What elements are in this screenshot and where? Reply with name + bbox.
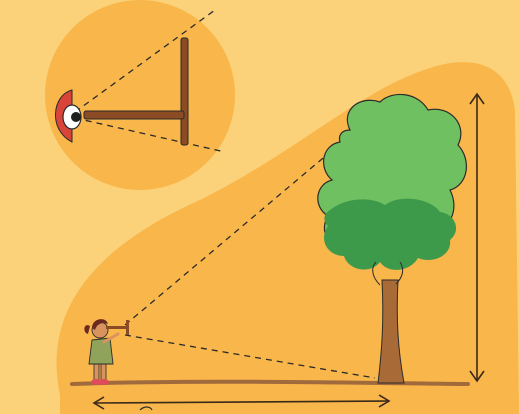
tree-trunk <box>377 279 405 384</box>
girl-body <box>88 337 114 365</box>
distance-arrow <box>92 394 391 410</box>
inset-pupil <box>71 112 81 122</box>
cross-staff-crossbar <box>126 320 129 335</box>
inset-sight-line-bottom <box>74 117 226 153</box>
distance-label-mark <box>139 406 153 411</box>
tree-foliage-dark <box>323 198 457 270</box>
distance-arrow-line <box>94 400 389 404</box>
girl-shoe-left <box>91 379 101 385</box>
sight-line-bottom <box>124 334 376 379</box>
cross-staff-stick <box>106 326 128 329</box>
distance-arrow-head-right <box>378 394 391 408</box>
height-arrow <box>469 92 485 383</box>
girl-arm <box>102 332 120 344</box>
inset-sight-line-top <box>74 9 216 113</box>
inset-staff <box>83 110 185 120</box>
distance-arrow-head-left <box>92 396 105 410</box>
inset-circle <box>45 0 235 190</box>
girl-shoe-right <box>99 379 109 385</box>
sight-line-top <box>124 147 336 326</box>
tree-trunk-branch <box>372 261 404 286</box>
height-arrow-head-bottom <box>469 370 485 383</box>
tree <box>317 93 467 384</box>
height-arrow-head-top <box>469 92 485 105</box>
inset-crossbar <box>180 37 189 146</box>
observer-girl <box>84 319 129 385</box>
girl-hair <box>84 319 108 334</box>
inset-eye-detail <box>45 0 235 190</box>
ground-line <box>70 379 470 386</box>
